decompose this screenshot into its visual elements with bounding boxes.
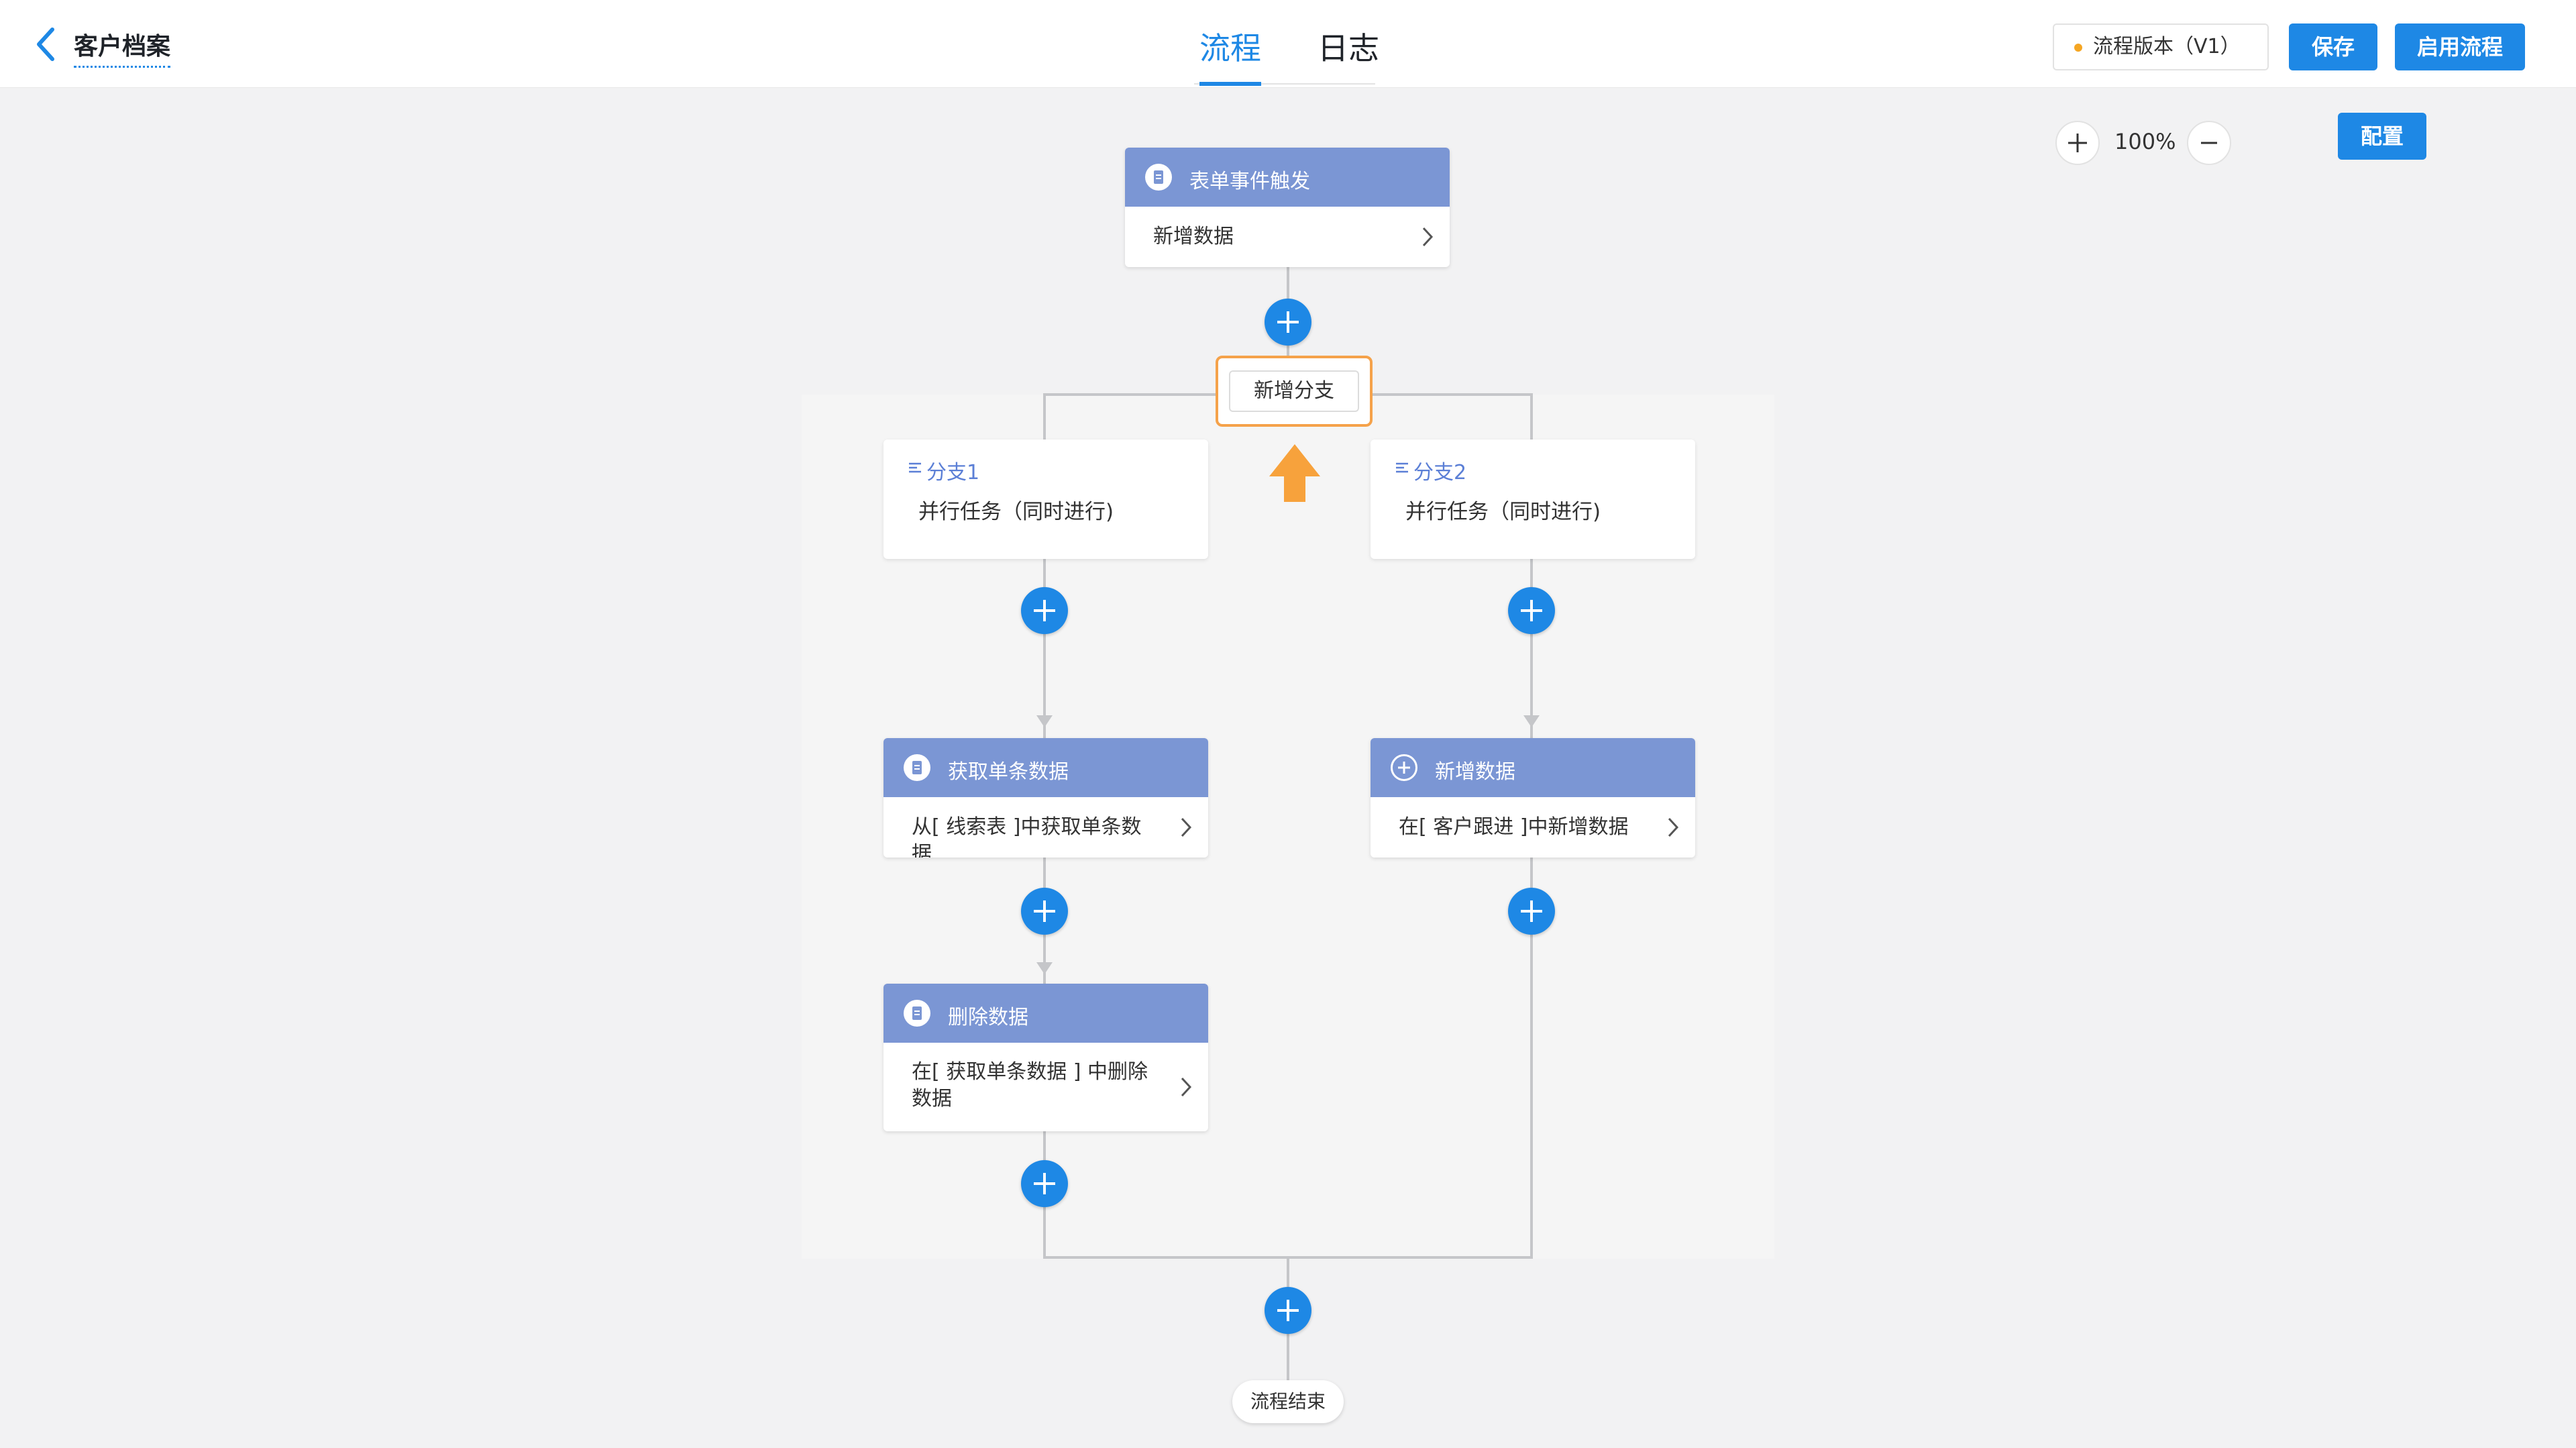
branch-1-desc: 并行任务（同时进行) xyxy=(918,500,1114,524)
add-data-title: 新增数据 xyxy=(1435,760,1515,784)
zoom-level: 100% xyxy=(2114,129,2176,154)
arrow-up-icon xyxy=(1269,444,1320,502)
version-label: 流程版本（V1） xyxy=(2093,35,2241,58)
arrowhead-icon xyxy=(1523,715,1540,727)
delete-data-title: 删除数据 xyxy=(948,1006,1028,1029)
plus-icon xyxy=(1277,1300,1299,1321)
plus-icon xyxy=(1034,600,1055,621)
branch-2-desc: 并行任务（同时进行) xyxy=(1405,500,1601,524)
get-single-data-body: 从[ 线索表 ]中获取单条数据 xyxy=(912,815,1142,858)
trigger-node-body: 新增数据 xyxy=(1153,225,1234,248)
add-node-button[interactable] xyxy=(1021,587,1068,634)
get-single-data-title: 获取单条数据 xyxy=(948,760,1069,784)
add-node-button[interactable] xyxy=(1508,587,1555,634)
tab-flow[interactable]: 流程 xyxy=(1199,24,1261,86)
zoom-out-button[interactable] xyxy=(2187,121,2231,165)
enable-flow-button[interactable]: 启用流程 xyxy=(2395,23,2525,70)
document-icon xyxy=(904,1000,930,1027)
chevron-right-icon xyxy=(1181,1077,1192,1097)
tab-log[interactable]: 日志 xyxy=(1318,30,1379,66)
delete-data-body: 在[ 获取单条数据 ] 中删除数据 xyxy=(912,1060,1148,1110)
minus-icon xyxy=(2201,142,2217,144)
add-node-button[interactable] xyxy=(1021,1160,1068,1207)
plus-icon xyxy=(1521,900,1542,922)
branch-1-label: 分支1 xyxy=(926,461,980,484)
document-icon xyxy=(1145,164,1172,191)
add-data-node[interactable]: 新增数据 在[ 客户跟进 ]中新增数据 xyxy=(1371,738,1695,858)
add-branch-button[interactable]: 新增分支 xyxy=(1229,370,1359,412)
config-button[interactable]: 配置 xyxy=(2338,113,2426,160)
trigger-node[interactable]: 表单事件触发 新增数据 xyxy=(1125,148,1450,267)
add-node-button[interactable] xyxy=(1265,299,1311,346)
trigger-node-title: 表单事件触发 xyxy=(1189,170,1310,193)
version-status-dot xyxy=(2074,43,2082,52)
chevron-right-icon xyxy=(1668,817,1679,837)
page-title: 客户档案 xyxy=(74,27,171,68)
add-node-button[interactable] xyxy=(1021,888,1068,935)
chevron-right-icon xyxy=(1422,227,1434,247)
save-button[interactable]: 保存 xyxy=(2289,23,2377,70)
tabs-divider xyxy=(1194,83,1375,85)
add-node-button[interactable] xyxy=(1508,888,1555,935)
top-bar: 客户档案 流程 日志 流程版本（V1） 保存 启用流程 xyxy=(0,0,2576,88)
branch-2-card[interactable]: 分支2 并行任务（同时进行) xyxy=(1371,439,1695,559)
arrowhead-icon xyxy=(1036,962,1053,974)
plus-icon xyxy=(1034,1173,1055,1194)
zoom-in-button[interactable] xyxy=(2055,121,2100,165)
condition-icon xyxy=(1396,462,1408,473)
plus-icon xyxy=(1277,311,1299,333)
get-single-data-node[interactable]: 获取单条数据 从[ 线索表 ]中获取单条数据 xyxy=(883,738,1208,858)
add-data-body: 在[ 客户跟进 ]中新增数据 xyxy=(1399,815,1629,839)
document-icon xyxy=(904,754,930,781)
branch-1-card[interactable]: 分支1 并行任务（同时进行) xyxy=(883,439,1208,559)
add-node-button[interactable] xyxy=(1265,1287,1311,1334)
plus-icon xyxy=(2068,134,2087,152)
arrowhead-icon xyxy=(1036,715,1053,727)
add-circle-icon xyxy=(1391,754,1417,781)
flow-end-node: 流程结束 xyxy=(1232,1380,1344,1423)
chevron-right-icon xyxy=(1181,817,1192,837)
plus-icon xyxy=(1034,900,1055,922)
delete-data-node[interactable]: 删除数据 在[ 获取单条数据 ] 中删除数据 xyxy=(883,984,1208,1131)
version-select[interactable]: 流程版本（V1） xyxy=(2053,23,2269,70)
condition-icon xyxy=(909,462,921,473)
plus-icon xyxy=(1521,600,1542,621)
branch-2-label: 分支2 xyxy=(1413,461,1467,484)
back-icon[interactable] xyxy=(32,25,59,63)
